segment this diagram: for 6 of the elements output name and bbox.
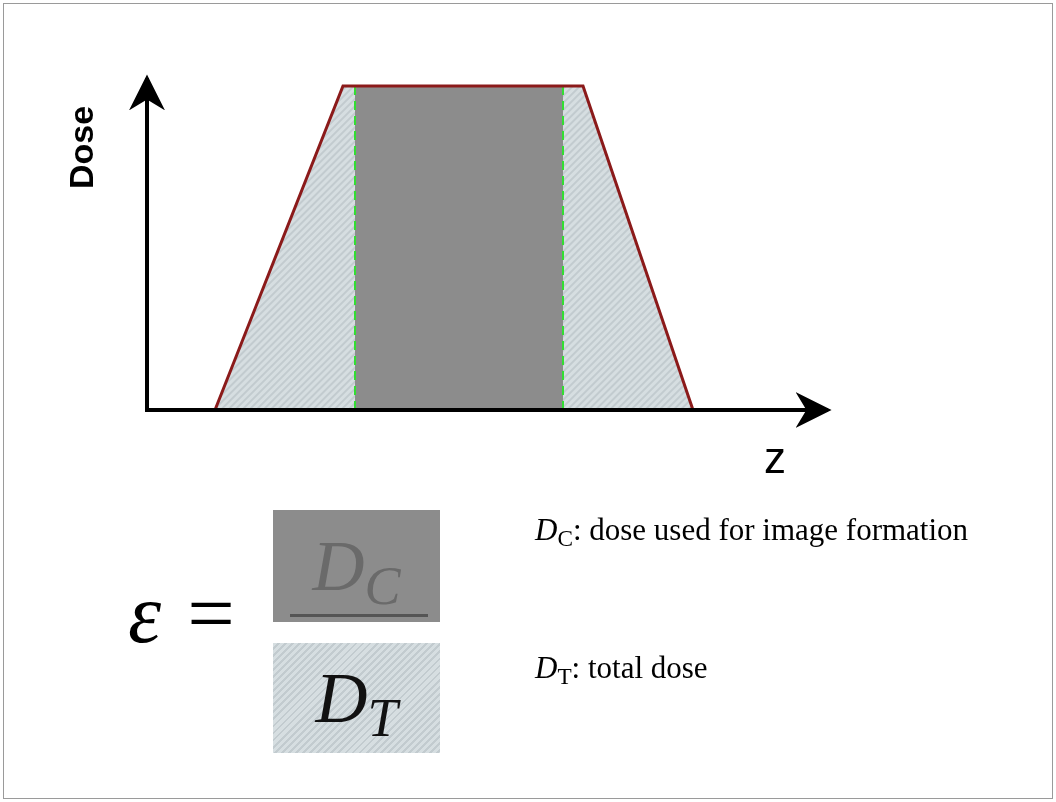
axis-label: z	[764, 432, 786, 484]
definition-text: D$_{T}$: total dose	[535, 649, 709, 691]
shaded-box: D$_{T}$	[273, 643, 440, 753]
equation-label: ε =	[128, 572, 239, 656]
definition-text: D$_{C}$: dose used for image formation	[535, 511, 970, 551]
axis-label: Dose	[61, 105, 102, 190]
